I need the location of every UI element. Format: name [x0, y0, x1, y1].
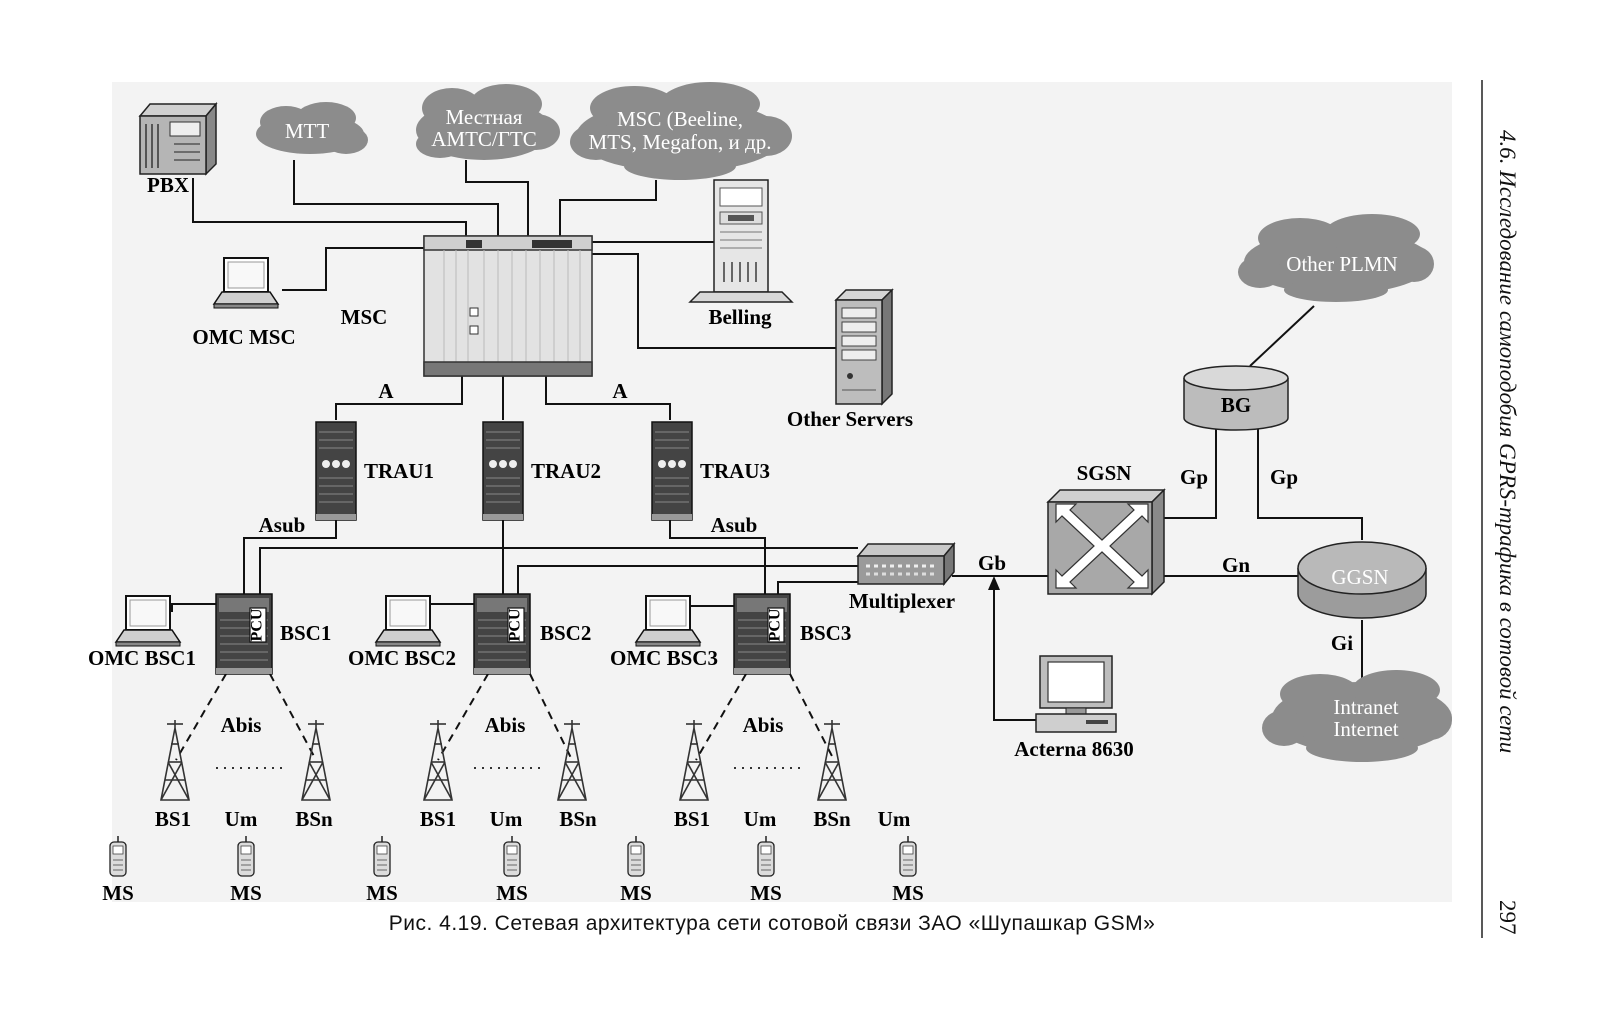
page-number: 297 — [1495, 900, 1520, 935]
billing-label: Belling — [708, 305, 772, 329]
other-plmn-cloud: Other PLMN — [1238, 214, 1434, 302]
bsc1-node: PCU BSC1 — [215, 593, 331, 675]
mobile-stations: MS MS MS MS MS MS MS — [102, 835, 924, 905]
sgsn-label: SGSN — [1077, 461, 1132, 485]
bsc2-pcu-label: PCU — [507, 608, 524, 641]
ms-label-4: MS — [496, 881, 528, 905]
interface-asub-left: Asub — [259, 513, 306, 537]
intranet-label: Intranet — [1333, 695, 1398, 719]
omc-bsc2-node: OMC BSC2 — [348, 595, 456, 670]
interface-abis-1: Abis — [221, 713, 262, 737]
ggsn-node: GGSN — [1297, 541, 1427, 619]
ms-label-7: MS — [892, 881, 924, 905]
omc-bsc3-label: OMC BSC3 — [610, 646, 718, 670]
msc-operators-label-1: MSC (Beeline, — [617, 107, 743, 131]
bs-group-2: BS1 BSn Um — [420, 719, 597, 831]
interface-um-2: Um — [490, 807, 523, 831]
ms-label-3: MS — [366, 881, 398, 905]
other-servers-node: Other Servers — [787, 288, 913, 431]
interface-a-left: A — [378, 379, 394, 403]
omc-bsc3-node: OMC BSC3 — [610, 595, 718, 670]
acterna-node: Acterna 8630 — [1014, 655, 1134, 761]
bg-label: BG — [1221, 393, 1251, 417]
wires — [171, 160, 1363, 769]
interface-um-1: Um — [225, 807, 258, 831]
bsn-label-1: BSn — [295, 807, 333, 831]
omc-bsc2-label: OMC BSC2 — [348, 646, 456, 670]
other-plmn-label: Other PLMN — [1286, 252, 1397, 276]
multiplexer-node: Multiplexer — [849, 541, 956, 613]
interface-um-4: Um — [878, 807, 911, 831]
trau2-label: TRAU2 — [531, 459, 601, 483]
ggsn-label: GGSN — [1331, 565, 1388, 589]
msc-operators-label-2: MTS, Megafon, и др. — [589, 130, 772, 154]
figure-caption: Рис. 4.19. Сетевая архитектура сети сото… — [389, 912, 1156, 935]
ms-label-2: MS — [230, 881, 262, 905]
ms-label-6: MS — [750, 881, 782, 905]
interface-gn: Gn — [1222, 553, 1250, 577]
billing-node: Belling — [688, 179, 794, 329]
bsc2-node: PCU BSC2 — [473, 593, 591, 675]
local-exchange-label-1: Местная — [446, 105, 523, 129]
interface-gp-left: Gp — [1180, 465, 1208, 489]
interface-gp-right: Gp — [1270, 465, 1298, 489]
bsc3-label: BSC3 — [800, 621, 851, 645]
bs1-label-3: BS1 — [674, 807, 710, 831]
intranet-internet-cloud: Intranet Internet — [1262, 670, 1452, 762]
interface-asub-right: Asub — [711, 513, 758, 537]
ms-label-5: MS — [620, 881, 652, 905]
local-exchange-label-2: АМТС/ГТС — [431, 127, 536, 151]
interface-gi: Gi — [1331, 631, 1353, 655]
bsc2-label: BSC2 — [540, 621, 591, 645]
acterna-label: Acterna 8630 — [1014, 737, 1134, 761]
interface-gb: Gb — [978, 551, 1006, 575]
bg-node: BG — [1183, 365, 1289, 431]
bsn-label-3: BSn — [813, 807, 851, 831]
pbx-label: PBX — [147, 173, 189, 197]
bsc3-node: PCU BSC3 — [733, 593, 851, 675]
trau1-node: TRAU1 — [315, 421, 434, 521]
pbx-node: PBX — [138, 101, 218, 197]
omc-bsc1-node: OMC BSC1 — [88, 595, 196, 670]
trau3-node: TRAU3 — [651, 421, 770, 521]
bsc3-pcu-label: PCU — [767, 608, 784, 641]
bsc1-label: BSC1 — [280, 621, 331, 645]
omc-bsc1-label: OMC BSC1 — [88, 646, 196, 670]
other-servers-label: Other Servers — [787, 407, 913, 431]
bs1-label-2: BS1 — [420, 807, 456, 831]
mtt-label: MTT — [285, 119, 330, 143]
interface-abis-3: Abis — [743, 713, 784, 737]
omc-msc-label: OMC MSC — [192, 325, 295, 349]
msc-node: MSC — [341, 235, 593, 377]
interface-um-3: Um — [744, 807, 777, 831]
mtt-cloud: MTT — [256, 102, 368, 154]
running-header: 4.6. Исследование самоподобия GPRS-трафи… — [1495, 130, 1520, 753]
interface-a-right: A — [612, 379, 628, 403]
bs-group-3: BS1 BSn Um Um — [674, 719, 911, 831]
omc-msc-node: OMC MSC — [192, 257, 296, 349]
sgsn-node: SGSN — [1046, 461, 1166, 596]
interface-abis-2: Abis — [485, 713, 526, 737]
msc-label: MSC — [341, 305, 388, 329]
bsn-label-2: BSn — [559, 807, 597, 831]
local-exchange-cloud: Местная АМТС/ГТС — [416, 84, 560, 160]
bs1-label-1: BS1 — [155, 807, 191, 831]
bsc1-pcu-label: PCU — [249, 608, 266, 641]
bs-group-1: BS1 BSn Um — [155, 719, 333, 831]
trau2-node: TRAU2 — [482, 421, 601, 521]
multiplexer-label: Multiplexer — [849, 589, 955, 613]
internet-label: Internet — [1333, 717, 1398, 741]
ms-label-1: MS — [102, 881, 134, 905]
trau3-label: TRAU3 — [700, 459, 770, 483]
msc-operators-cloud: MSC (Beeline, MTS, Megafon, и др. — [570, 82, 792, 180]
trau1-label: TRAU1 — [364, 459, 434, 483]
